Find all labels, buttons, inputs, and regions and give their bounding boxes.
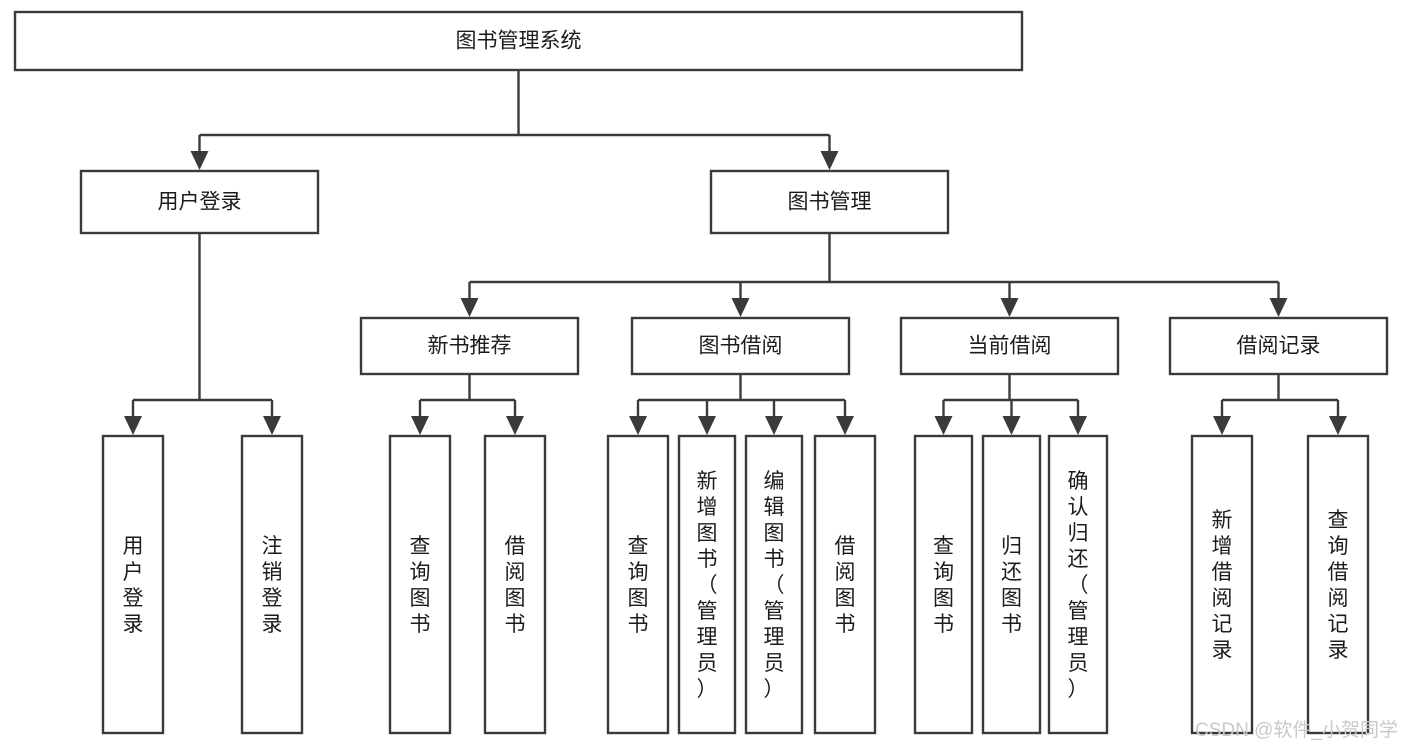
arrow-head-icon: [765, 416, 783, 435]
edge-group-n-book-borrow: [629, 374, 854, 435]
edge-group-n-borrow-record: [1213, 374, 1347, 435]
node-box-l-borrow-book-2: [813, 434, 877, 735]
node-label-l-edit-book: 编辑图书（管理员）: [764, 470, 785, 701]
arrow-head-icon: [1000, 298, 1019, 317]
node-box-l-query-book-1: [388, 434, 452, 735]
node-l-add-book[interactable]: 新增图书（管理员）: [677, 434, 737, 735]
node-box-l-query-book-3: [913, 434, 974, 735]
node-label-l-logout: 注销登录: [262, 535, 283, 636]
node-box-l-add-book: [677, 434, 737, 735]
node-box-n-book-mgmt: [709, 169, 950, 235]
node-box-l-add-record: [1190, 434, 1254, 735]
node-box-root: [13, 10, 1024, 72]
node-l-user-login[interactable]: 用户登录: [101, 434, 165, 735]
node-l-confirm-return[interactable]: 确认归还（管理员）: [1047, 434, 1109, 735]
node-label-n-current-borrow: 当前借阅: [968, 335, 1052, 358]
arrow-head-icon: [1213, 416, 1231, 435]
node-l-return-book[interactable]: 归还图书: [981, 434, 1042, 735]
node-box-n-new-book-rec: [359, 316, 580, 376]
arrow-head-icon: [460, 298, 479, 317]
node-l-borrow-book-1[interactable]: 借阅图书: [483, 434, 547, 735]
node-label-l-borrow-book-2: 借阅图书: [835, 535, 856, 636]
node-box-l-borrow-book-1: [483, 434, 547, 735]
node-box-l-return-book: [981, 434, 1042, 735]
node-box-l-query-book-2: [606, 434, 670, 735]
node-l-edit-book[interactable]: 编辑图书（管理员）: [744, 434, 804, 735]
arrow-head-icon: [731, 298, 750, 317]
node-l-query-record[interactable]: 查询借阅记录: [1306, 434, 1370, 735]
node-label-n-new-book-rec: 新书推荐: [428, 335, 512, 358]
node-layer: 图书管理系统用户登录图书管理新书推荐图书借阅当前借阅借阅记录用户登录注销登录查询…: [13, 10, 1389, 735]
arrow-head-icon: [820, 151, 839, 170]
arrow-head-icon: [190, 151, 209, 170]
node-box-l-logout: [240, 434, 304, 735]
edge-group-n-user-login: [124, 233, 281, 435]
edge-group-n-book-mgmt: [460, 233, 1288, 317]
node-label-n-book-mgmt: 图书管理: [788, 191, 872, 214]
edge-layer: [124, 70, 1347, 435]
arrow-head-icon: [698, 416, 716, 435]
arrow-head-icon: [506, 416, 524, 435]
node-l-add-record[interactable]: 新增借阅记录: [1190, 434, 1254, 735]
node-l-query-book-2[interactable]: 查询图书: [606, 434, 670, 735]
node-l-borrow-book-2[interactable]: 借阅图书: [813, 434, 877, 735]
node-box-l-confirm-return: [1047, 434, 1109, 735]
node-n-new-book-rec[interactable]: 新书推荐: [359, 316, 580, 376]
node-box-n-current-borrow: [899, 316, 1120, 376]
csdn-watermark: CSDN @软件_小贺同学: [1195, 719, 1398, 741]
edge-group-n-new-book-rec: [411, 374, 524, 435]
node-box-l-query-record: [1306, 434, 1370, 735]
node-label-l-add-book: 新增图书（管理员）: [697, 470, 718, 701]
arrow-head-icon: [124, 416, 142, 435]
node-label-root: 图书管理系统: [456, 30, 582, 53]
node-label-l-query-record: 查询借阅记录: [1328, 509, 1349, 662]
arrow-head-icon: [1069, 416, 1087, 435]
node-l-query-book-1[interactable]: 查询图书: [388, 434, 452, 735]
arrow-head-icon: [263, 416, 281, 435]
node-label-l-query-book-3: 查询图书: [933, 535, 954, 636]
node-label-l-borrow-book-1: 借阅图书: [505, 535, 526, 636]
node-box-n-book-borrow: [630, 316, 851, 376]
node-n-book-mgmt[interactable]: 图书管理: [709, 169, 950, 235]
edge-group-root: [190, 70, 839, 170]
arrow-head-icon: [411, 416, 429, 435]
node-label-l-query-book-2: 查询图书: [628, 535, 649, 636]
node-root[interactable]: 图书管理系统: [13, 10, 1024, 72]
arrow-head-icon: [836, 416, 854, 435]
node-n-borrow-record[interactable]: 借阅记录: [1168, 316, 1389, 376]
node-label-l-return-book: 归还图书: [1001, 535, 1022, 636]
edge-group-n-current-borrow: [934, 374, 1087, 435]
node-box-n-borrow-record: [1168, 316, 1389, 376]
arrow-head-icon: [1269, 298, 1288, 317]
node-label-l-confirm-return: 确认归还（管理员）: [1068, 470, 1089, 701]
arrow-head-icon: [1002, 416, 1021, 435]
node-n-book-borrow[interactable]: 图书借阅: [630, 316, 851, 376]
node-n-user-login[interactable]: 用户登录: [79, 169, 320, 235]
node-box-l-edit-book: [744, 434, 804, 735]
node-label-l-add-record: 新增借阅记录: [1212, 509, 1233, 662]
arrow-head-icon: [629, 416, 647, 435]
node-label-n-book-borrow: 图书借阅: [699, 335, 783, 358]
arrow-head-icon: [1329, 416, 1347, 435]
node-label-l-query-book-1: 查询图书: [410, 535, 431, 636]
node-box-n-user-login: [79, 169, 320, 235]
node-label-n-borrow-record: 借阅记录: [1237, 335, 1321, 358]
node-l-logout[interactable]: 注销登录: [240, 434, 304, 735]
node-box-l-user-login: [101, 434, 165, 735]
node-label-l-user-login: 用户登录: [123, 535, 144, 636]
node-n-current-borrow[interactable]: 当前借阅: [899, 316, 1120, 376]
arrow-head-icon: [934, 416, 953, 435]
node-l-query-book-3[interactable]: 查询图书: [913, 434, 974, 735]
node-label-n-user-login: 用户登录: [158, 191, 242, 214]
